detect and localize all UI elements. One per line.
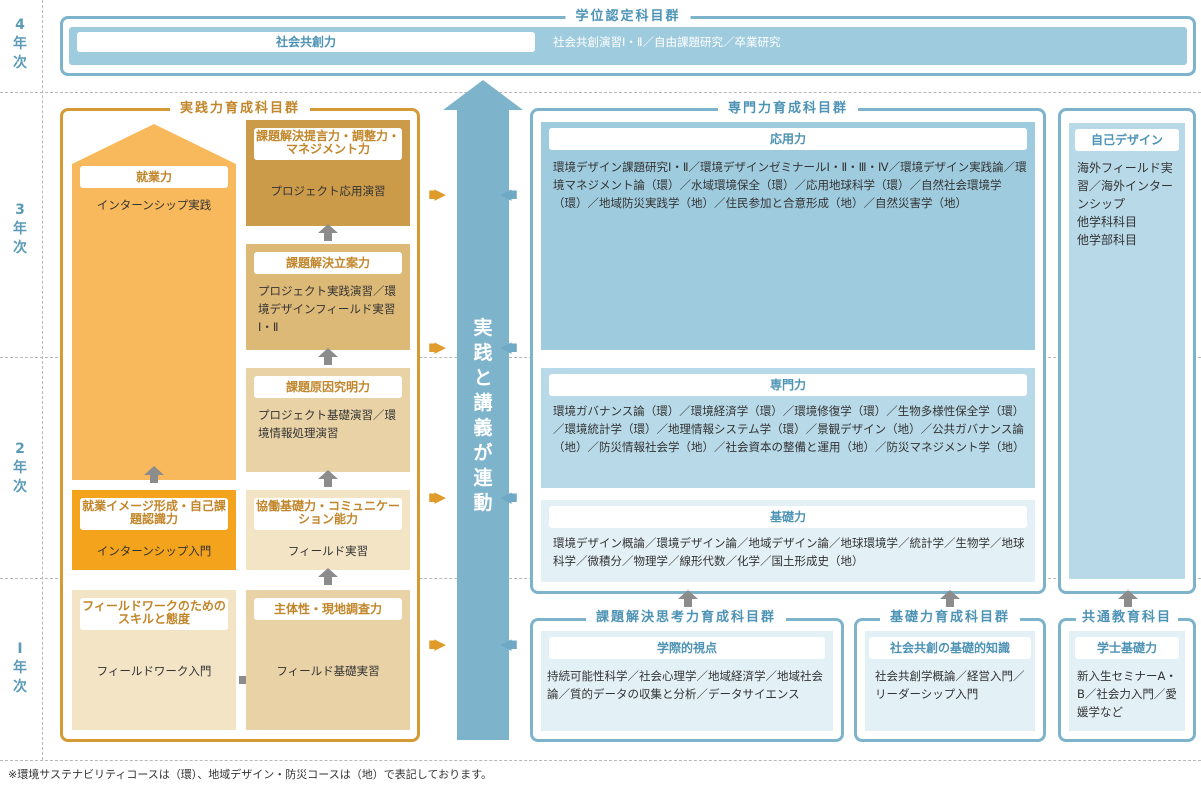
self-design-group: 自己デザイン 海外フィールド実習／海外インターンシップ 他学科科目 他学部科目 (1058, 108, 1196, 594)
basic-panel: 基礎力 環境デザイン概論／環境デザイン論／地域デザイン論／地球環境学／統計学／生… (541, 500, 1035, 582)
up-arrow-icon (940, 590, 960, 607)
degree-courses: 社会共創演習Ⅰ・Ⅱ／自由課題研究／卒業研究 (553, 35, 781, 49)
chevron-left-icon: ◀ııı (500, 635, 518, 653)
year-boundary-4-3 (0, 92, 1201, 93)
chevron-right-icon: ııı▶ (428, 338, 446, 356)
proposal-title: 課題解決提言力・調整力・マネジメント力 (254, 128, 402, 160)
specialized-courses: 環境ガバナンス論（環）／環境経済学（環）／環境修復学（環）／生物多様性保全学（環… (553, 404, 1025, 454)
chevron-right-icon: ııı▶ (428, 635, 446, 653)
specialized-title: 専門力 (549, 374, 1027, 396)
self-design-course: 他学科科目 (1077, 215, 1138, 229)
basic-title: 基礎力 (549, 506, 1027, 528)
degree-group-title: 学位認定科目群 (565, 9, 691, 25)
up-arrow-icon (318, 224, 338, 241)
center-arrow-head (443, 80, 523, 110)
self-design-course: 海外フィールド実習／海外インターンシップ (1077, 161, 1174, 211)
center-arrow-label: 実践と講義が連動 (473, 317, 493, 514)
foundation-panel-title: 社会共創の基礎的知識 (869, 637, 1031, 659)
employability-arrow-head (72, 124, 236, 176)
self-design-title: 自己デザイン (1075, 129, 1179, 151)
problem-group-title: 課題解決思考力育成科目群 (585, 610, 787, 626)
house-arrow-shape (72, 124, 236, 176)
up-arrow-icon (318, 470, 338, 487)
initiative-panel: 主体性・現地調査力 フィールド基礎実習 (246, 590, 410, 730)
specialized-panel: 専門力 環境ガバナンス論（環）／環境経済学（環）／環境修復学（環）／生物多様性保… (541, 368, 1035, 488)
practice-group-title: 実践力育成科目群 (169, 101, 311, 117)
cause-courses: プロジェクト基礎演習／環境情報処理演習 (258, 408, 396, 440)
planning-courses: プロジェクト実践演習／環境デザインフィールド実習Ⅰ・Ⅱ (258, 284, 396, 334)
chevron-left-icon: ◀ııı (500, 488, 518, 506)
degree-panel: 社会共創力 社会共創演習Ⅰ・Ⅱ／自由課題研究／卒業研究 (69, 27, 1187, 65)
foundation-group-title: 基礎力育成科目群 (879, 610, 1021, 626)
foundation-courses: 社会共創学概論／経営入門／リーダーシップ入門 (875, 669, 1025, 701)
basic-courses: 環境デザイン概論／環境デザイン論／地域デザイン論／地球環境学／統計学／生物学／地… (553, 536, 1025, 568)
applied-title: 応用力 (549, 128, 1027, 150)
fieldwork-skill-courses: フィールドワーク入門 (96, 664, 212, 678)
cause-panel: 課題原因究明力 プロジェクト基礎演習／環境情報処理演習 (246, 368, 410, 472)
fieldwork-skill-title: フィールドワークのためのスキルと態度 (80, 598, 228, 630)
planning-title: 課題解決立案力 (254, 252, 402, 274)
self-design-courses: 海外フィールド実習／海外インターンシップ 他学科科目 他学部科目 (1077, 159, 1177, 249)
problem-panel-title: 学際的視点 (549, 637, 825, 659)
applied-courses: 環境デザイン課題研究Ⅰ・Ⅱ／環境デザインゼミナールⅠ・Ⅱ・Ⅲ・Ⅳ／環境デザイン実… (553, 160, 1027, 210)
initiative-title: 主体性・現地調査力 (254, 598, 402, 620)
career-image-panel: 就業イメージ形成・自己課題認識力 インターンシップ入門 (72, 490, 236, 570)
chevron-left-icon: ◀ııı (500, 185, 518, 203)
common-panel: 学士基礎力 新入生セミナーA・B／社会力入門／愛媛学など (1069, 631, 1185, 731)
foundation-group: 社会共創の基礎的知識 社会共創学概論／経営入門／リーダーシップ入門 (854, 618, 1046, 742)
up-arrow-icon (1118, 590, 1138, 607)
up-arrow-icon (678, 590, 698, 607)
employability-panel: 就業力 インターンシップ実践 (72, 164, 236, 480)
cause-title: 課題原因究明力 (254, 376, 402, 398)
collab-title: 協働基礎力・コミュニケーション能力 (254, 498, 402, 530)
initiative-courses: フィールド基礎実習 (276, 664, 380, 678)
employability-courses: インターンシップ実践 (96, 198, 212, 212)
degree-group: 社会共創力 社会共創演習Ⅰ・Ⅱ／自由課題研究／卒業研究 (60, 16, 1196, 76)
bottom-line (0, 760, 1201, 761)
footnote: ※環境サステナビリティコースは（環）、地域デザイン・防災コースは（地）で表記して… (8, 768, 492, 781)
chevron-right-icon: ııı▶ (428, 488, 446, 506)
common-group: 学士基礎力 新入生セミナーA・B／社会力入門／愛媛学など (1058, 618, 1196, 742)
planning-panel: 課題解決立案力 プロジェクト実践演習／環境デザインフィールド実習Ⅰ・Ⅱ (246, 244, 410, 350)
specialty-group-title: 専門力育成科目群 (717, 101, 859, 117)
common-panel-title: 学士基礎力 (1075, 637, 1179, 659)
chevron-left-icon: ◀ııı (500, 338, 518, 356)
self-design-course: 他学部科目 (1077, 233, 1138, 247)
center-arrow-body (457, 108, 509, 740)
collab-panel: 協働基礎力・コミュニケーション能力 フィールド実習 (246, 490, 410, 570)
up-arrow-icon (144, 466, 164, 483)
career-image-courses: インターンシップ入門 (96, 544, 212, 558)
chevron-right-icon: ııı▶ (428, 185, 446, 203)
up-arrow-icon (318, 568, 338, 585)
problem-group: 学際的視点 持続可能性科学／社会心理学／地域経済学／地域社会論／質的データの収集… (530, 618, 844, 742)
problem-courses: 持続可能性科学／社会心理学／地域経済学／地域社会論／質的データの収集と分析／デー… (547, 669, 823, 701)
year-divider (42, 0, 43, 760)
fieldwork-skill-panel: フィールドワークのためのスキルと態度 フィールドワーク入門 (72, 590, 236, 730)
foundation-panel: 社会共創の基礎的知識 社会共創学概論／経営入門／リーダーシップ入門 (865, 631, 1035, 731)
applied-panel: 応用力 環境デザイン課題研究Ⅰ・Ⅱ／環境デザインゼミナールⅠ・Ⅱ・Ⅲ・Ⅳ／環境デ… (541, 122, 1035, 350)
degree-panel-title: 社会共創力 (77, 32, 535, 52)
self-design-panel: 自己デザイン 海外フィールド実習／海外インターンシップ 他学科科目 他学部科目 (1069, 123, 1185, 579)
collab-courses: フィールド実習 (287, 544, 369, 558)
up-arrow-icon (318, 348, 338, 365)
career-image-title: 就業イメージ形成・自己課題認識力 (80, 498, 228, 530)
problem-panel: 学際的視点 持続可能性科学／社会心理学／地域経済学／地域社会論／質的データの収集… (541, 631, 833, 731)
proposal-courses: プロジェクト応用演習 (270, 184, 386, 198)
employability-title: 就業力 (80, 166, 228, 188)
proposal-panel: 課題解決提言力・調整力・マネジメント力 プロジェクト応用演習 (246, 120, 410, 226)
common-courses: 新入生セミナーA・B／社会力入門／愛媛学など (1077, 669, 1177, 719)
common-group-title: 共通教育科目 (1075, 610, 1179, 626)
